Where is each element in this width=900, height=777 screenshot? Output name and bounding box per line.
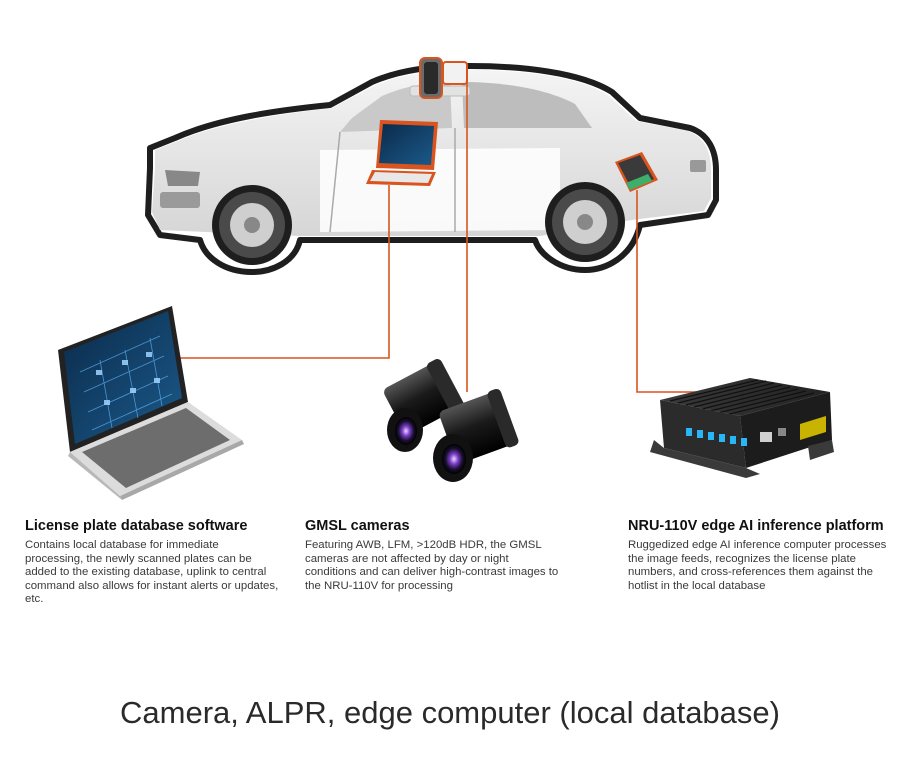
in-car-laptop-icon <box>366 120 438 186</box>
software-description: Contains local database for immediate pr… <box>25 539 279 605</box>
in-car-computer-icon <box>615 152 658 192</box>
caption-cameras: GMSL cameras Featuring AWB, LFM, >120dB … <box>305 518 560 593</box>
connector-platform <box>636 190 704 393</box>
cameras-description: Featuring AWB, LFM, >120dB HDR, the GMSL… <box>305 539 559 592</box>
gmsl-camera-icon <box>384 359 519 482</box>
edge-computer-icon <box>650 378 834 478</box>
platform-description: Ruggedized edge AI inference computer pr… <box>628 539 887 592</box>
cameras-title: GMSL cameras <box>305 518 410 534</box>
platform-title: NRU-110V edge AI inference platform <box>628 518 884 534</box>
roof-camera-icon <box>419 57 468 99</box>
page-title: Camera, ALPR, edge computer (local datab… <box>120 695 780 730</box>
police-car-icon <box>145 63 719 275</box>
connector-software <box>180 185 390 359</box>
caption-platform: NRU-110V edge AI inference platform Rugg… <box>628 518 890 593</box>
laptop-icon <box>58 306 244 500</box>
caption-software: License plate database software Contains… <box>25 518 280 607</box>
software-title: License plate database software <box>25 518 248 534</box>
connector-lines <box>180 80 704 393</box>
